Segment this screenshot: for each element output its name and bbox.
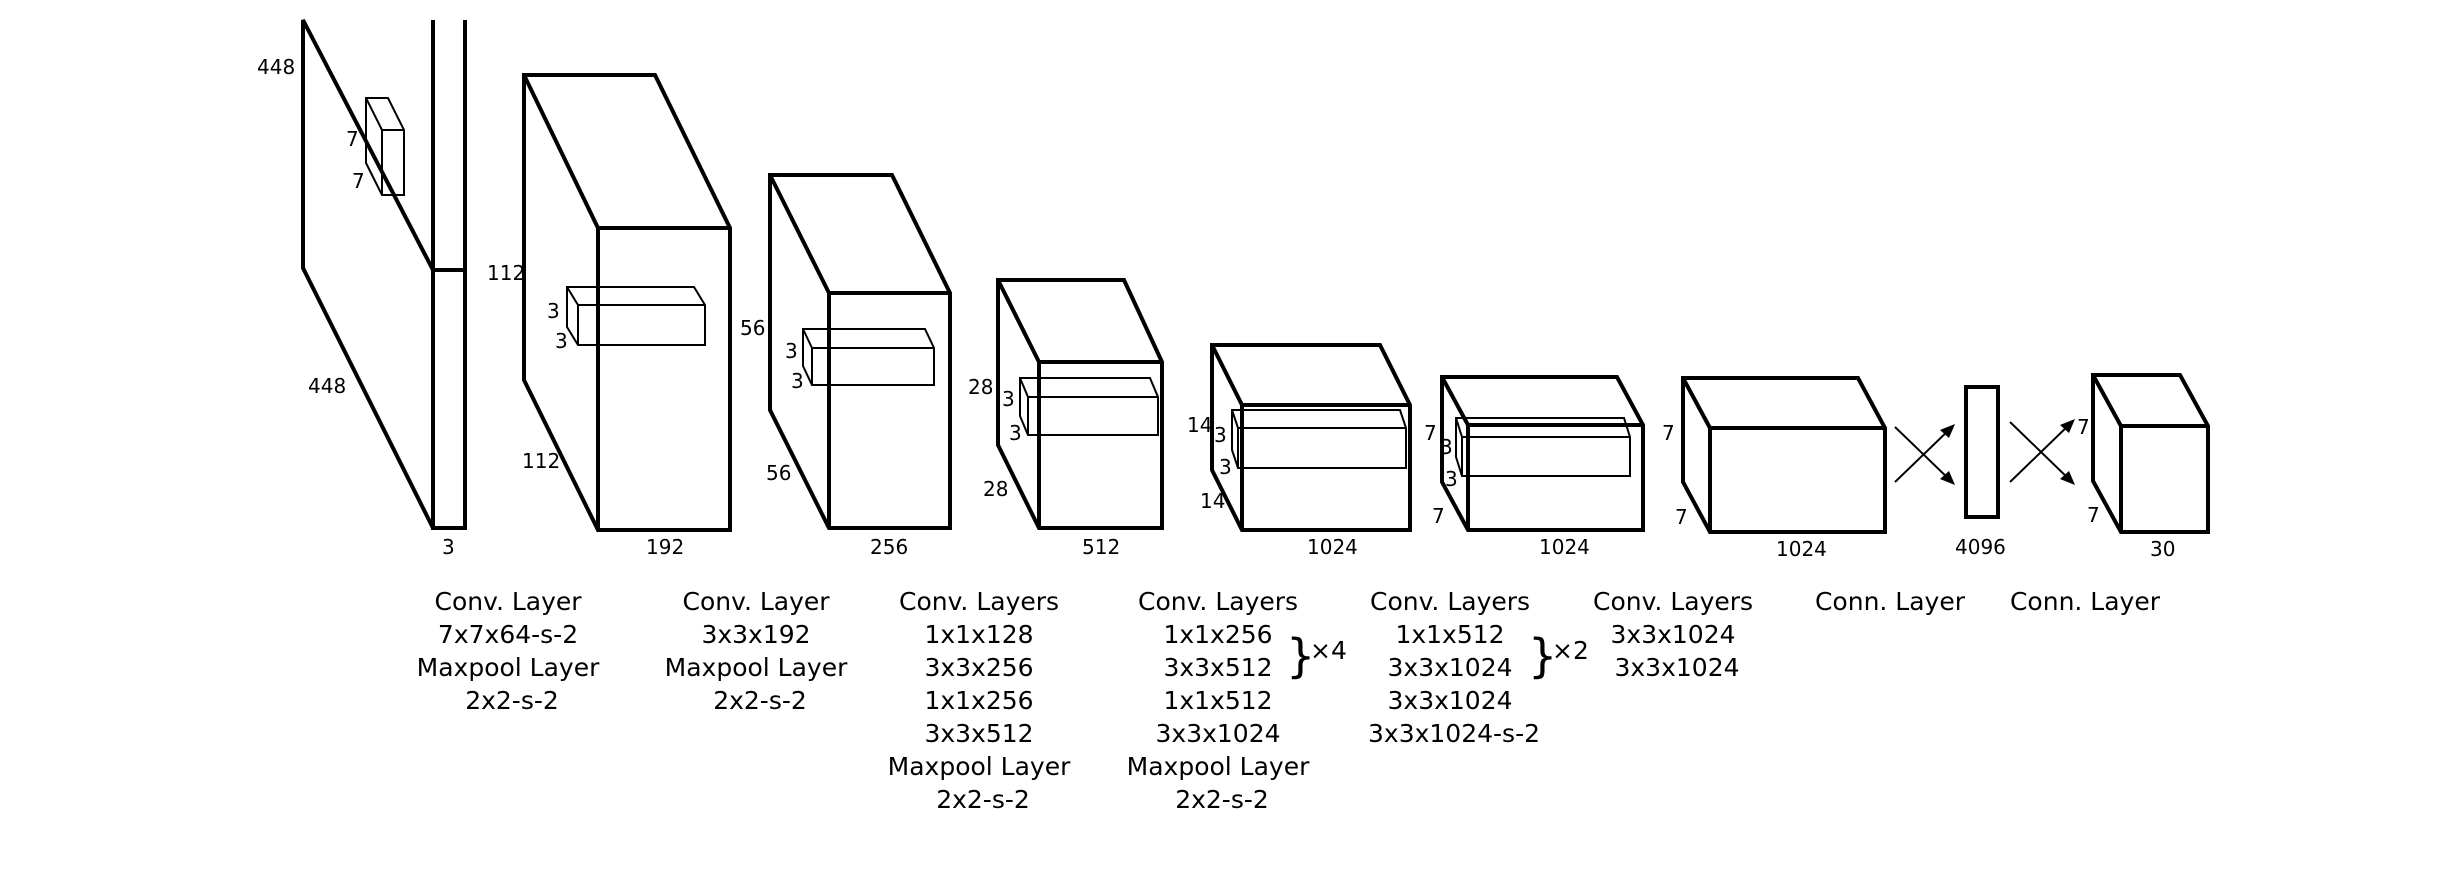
conv-block-112: 112 112 192 3 3 [487,73,732,559]
block5-height-label: 14 [1187,413,1212,437]
block3-kernel-b: 3 [791,369,804,393]
desc-layer5: Conv. Layers 1x1x512 3x3x1024 3x3x1024 3… [1368,587,1540,748]
kernel-size-label-a: 7 [346,127,359,151]
desc-layer3: Conv. Layers 1x1x128 3x3x256 1x1x256 3x3… [888,587,1079,814]
kernel-size-label-b: 7 [352,169,365,193]
block2-height-label: 112 [487,261,525,285]
block7-height-label: 7 [1662,421,1675,445]
block4-kernel-b: 3 [1009,421,1022,445]
block3-kernel-a: 3 [785,339,798,363]
output-width-label: 30 [2150,537,2175,561]
input-block: 448 448 3 7 7 [257,19,467,559]
kernel-3x3-b5 [1231,409,1407,469]
repeat-x2-label: ×2 [1552,636,1589,665]
repeat-brace-4: } [1286,629,1315,683]
block6-depth-label: 7 [1432,504,1445,528]
desc-layer7: Conn. Layer [1815,587,1966,616]
block4-width-label: 512 [1082,535,1120,559]
block2-depth-label: 112 [522,449,560,473]
input-slab-front [431,268,467,530]
input-height-label: 448 [257,55,295,79]
desc-layer8: Conn. Layer [2010,587,2161,616]
block7-depth-label: 7 [1675,505,1688,529]
output-height-label: 7 [2077,415,2090,439]
block4-kernel-a: 3 [1002,387,1015,411]
input-channels-label: 3 [442,535,455,559]
block2-kernel-a: 3 [547,299,560,323]
block3-height-label: 56 [740,316,765,340]
fc-width-label: 4096 [1955,535,2006,559]
desc-layer6: Conv. Layers 3x3x1024 3x3x1024 [1593,587,1761,682]
block2-width-label: 192 [646,535,684,559]
repeat-x4-label: ×4 [1310,636,1347,665]
conv-block-56: 56 56 256 3 3 [740,173,952,559]
block6-kernel-a: 3 [1440,435,1453,459]
block5-depth-label: 14 [1200,489,1225,513]
block7-width-label: 1024 [1776,537,1827,561]
block6-kernel-b: 3 [1445,467,1458,491]
input-slab [301,19,435,529]
fc-4096-block: 4096 [1955,385,2006,559]
conv-block-28: 28 28 512 3 3 [968,278,1164,559]
desc-layer4: Conv. Layers 1x1x256 3x3x512 1x1x512 3x3… [1127,587,1318,814]
output-depth-label: 7 [2087,503,2100,527]
layer-descriptions: Conv. Layer 7x7x64-s-2 Maxpool Layer 2x2… [417,587,2161,814]
desc-layer1: Conv. Layer 7x7x64-s-2 Maxpool Layer 2x2… [417,587,608,715]
input-depth-label: 448 [308,374,346,398]
fc-connection-2 [2009,419,2075,485]
conv-block-7a: 7 7 1024 3 3 [1424,375,1645,559]
output-block: 7 7 30 [2077,373,2210,561]
block4-height-label: 28 [968,375,993,399]
repeat-brace-2: } [1528,629,1557,683]
block4-depth-label: 28 [983,477,1008,501]
kernel-3x3-b4 [1019,377,1159,436]
block5-kernel-b: 3 [1219,455,1232,479]
block6-height-label: 7 [1424,421,1437,445]
block3-width-label: 256 [870,535,908,559]
kernel-3x3-b2 [566,286,706,346]
fc-connection-1 [1894,424,1955,485]
desc-layer2: Conv. Layer 3x3x192 Maxpool Layer 2x2-s-… [665,587,856,715]
kernel-3x3-b3 [802,328,935,386]
block3-depth-label: 56 [766,461,791,485]
conv-block-14: 14 14 1024 3 3 [1187,343,1412,559]
block5-kernel-a: 3 [1214,423,1227,447]
block5-width-label: 1024 [1307,535,1358,559]
conv-block-7b: 7 7 1024 [1662,376,1887,561]
kernel-7x7 [365,97,405,196]
block2-kernel-b: 3 [555,329,568,353]
kernel-3x3-b6 [1455,417,1631,477]
block6-width-label: 1024 [1539,535,1590,559]
